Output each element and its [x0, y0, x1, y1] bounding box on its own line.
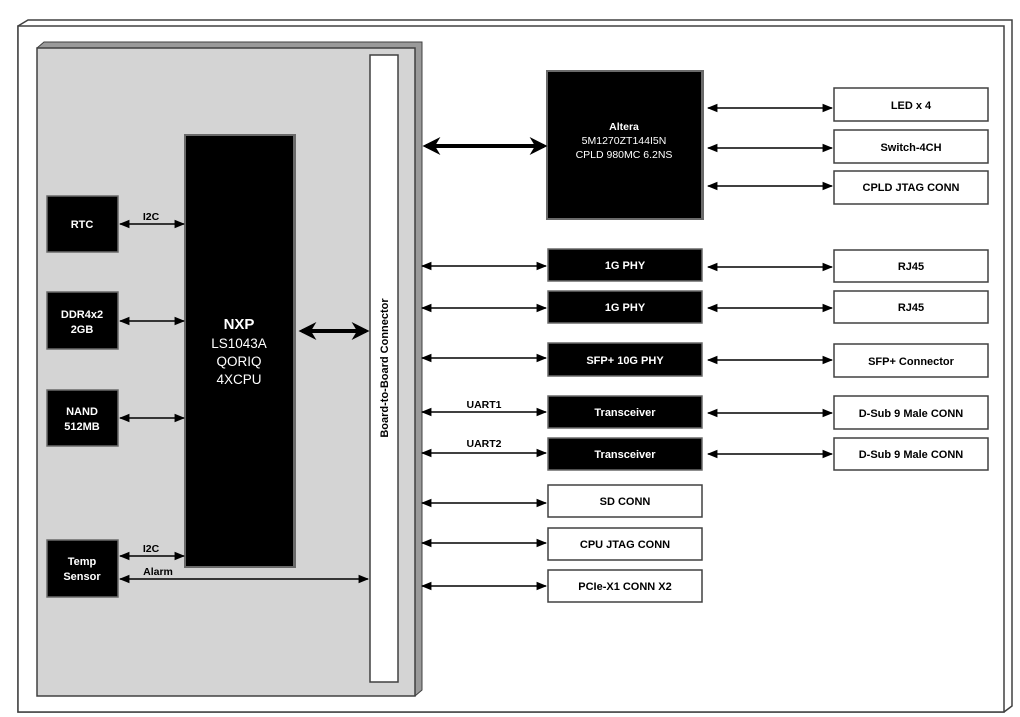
temp-sensor-block: Temp Sensor [46, 539, 119, 598]
cpld-label-3: CPLD 980MC 6.2NS [576, 149, 673, 161]
nand-block: NAND 512MB [46, 389, 119, 447]
sd-conn-box: SD CONN [547, 484, 703, 518]
temp-label-2: Sensor [63, 571, 101, 583]
phy2-block: 1G PHY [547, 290, 703, 324]
sfp-phy-label: SFP+ 10G PHY [586, 355, 664, 367]
transceiver1-block: Transceiver [547, 395, 703, 429]
transceiver2-label: Transceiver [594, 449, 656, 461]
cpu-line-2: QORIQ [216, 354, 261, 369]
switch-label: Switch-4CH [880, 142, 941, 154]
sfp-connector-box: SFP+ Connector [833, 343, 989, 378]
rtc-bus-label: I2C [143, 211, 160, 223]
pcie-box: PCIe-X1 CONN X2 [547, 569, 703, 603]
pcie-label: PCIe-X1 CONN X2 [578, 581, 672, 593]
ddr-label-2: 2GB [71, 324, 94, 336]
sfp-phy-block: SFP+ 10G PHY [547, 342, 703, 377]
cpld-label-2: 5M1270ZT144I5N [582, 135, 667, 147]
switch-box: Switch-4CH [833, 129, 989, 164]
uart1-label: UART1 [466, 399, 501, 411]
rj45-2-label: RJ45 [898, 302, 924, 314]
sfp-connector-label: SFP+ Connector [868, 356, 955, 368]
rj45-2-box: RJ45 [833, 290, 989, 324]
ddr-block: DDR4x2 2GB [46, 291, 119, 350]
led-label: LED x 4 [891, 100, 932, 112]
phy2-label: 1G PHY [605, 302, 646, 314]
temp-label-1: Temp [68, 556, 97, 568]
board-to-board-connector: Board-to-Board Connector [369, 54, 399, 683]
rtc-block: RTC [46, 195, 119, 253]
nand-label-2: 512MB [64, 421, 100, 433]
dsub1-label: D-Sub 9 Male CONN [859, 408, 964, 420]
cpu-block: NXP LS1043A QORIQ 4XCPU [184, 134, 296, 568]
uart2-label: UART2 [466, 438, 501, 450]
cpu-jtag-label: CPU JTAG CONN [580, 539, 670, 551]
rtc-label: RTC [71, 219, 94, 231]
cpu-line-3: 4XCPU [216, 372, 261, 387]
connector-label: Board-to-Board Connector [379, 298, 391, 438]
rj45-1-label: RJ45 [898, 261, 924, 273]
transceiver2-block: Transceiver [547, 437, 703, 471]
cpld-label-1: Altera [609, 121, 639, 133]
cpld-jtag-box: CPLD JTAG CONN [833, 170, 989, 205]
cpld-block: Altera 5M1270ZT144I5N CPLD 980MC 6.2NS [546, 70, 704, 220]
temp-bus-label: I2C [143, 543, 160, 555]
cpld-jtag-label: CPLD JTAG CONN [863, 182, 960, 194]
phy1-block: 1G PHY [547, 248, 703, 282]
transceiver1-label: Transceiver [594, 407, 656, 419]
cpu-jtag-box: CPU JTAG CONN [547, 527, 703, 561]
led-box: LED x 4 [833, 87, 989, 122]
dsub2-label: D-Sub 9 Male CONN [859, 449, 964, 461]
sd-conn-label: SD CONN [600, 496, 651, 508]
dsub1-box: D-Sub 9 Male CONN [833, 395, 989, 430]
nand-label-1: NAND [66, 406, 98, 418]
alarm-label: Alarm [143, 566, 173, 578]
rj45-1-box: RJ45 [833, 249, 989, 283]
cpu-title: NXP [224, 316, 255, 333]
ddr-label-1: DDR4x2 [61, 309, 103, 321]
dsub2-box: D-Sub 9 Male CONN [833, 437, 989, 471]
cpu-line-1: LS1043A [211, 336, 267, 351]
phy1-label: 1G PHY [605, 260, 646, 272]
